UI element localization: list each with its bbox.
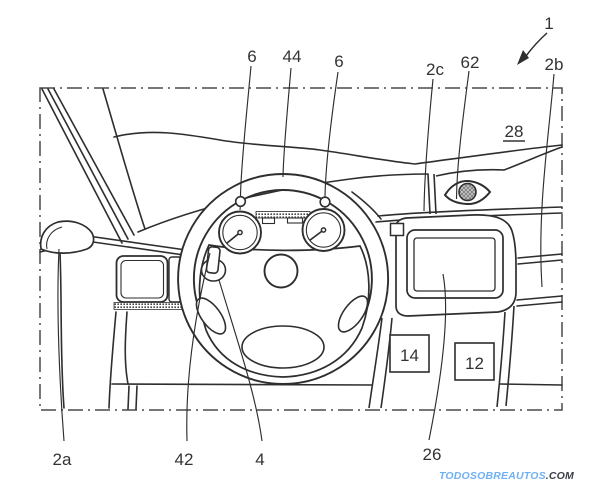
ref-label-2a: 2a [53,450,72,469]
leader-6-right [324,71,339,198]
gauge-needle [225,231,241,245]
glovebox-seam-2 [517,259,563,265]
spoke-cutout-right [337,295,369,333]
watermark: TODOSOBREAUTOS.COM [439,470,574,482]
dashboard-lines [39,88,563,410]
watermark-site: TODOSOBREAUTOS [439,470,546,482]
horn-pad [195,244,370,378]
console-button [389,222,405,237]
leader-2c [423,78,434,212]
console-edge-right-2 [505,305,515,407]
ref-label-1: 1 [544,14,553,33]
air-vent [113,255,184,310]
ref-label-62: 62 [461,53,480,72]
sensor-divider-2 [433,173,437,215]
knee-panel-line-1 [127,385,130,410]
ref-label-42: 42 [175,450,194,469]
ref-label-26: 26 [423,445,442,464]
door-inner-edge [59,252,65,409]
display-screen [413,237,496,292]
dash-lower-edge-left [111,383,373,386]
ref-label-44: 44 [283,47,302,66]
console-edge-left-1 [368,317,383,409]
ref-label-14: 14 [400,346,419,365]
leader-4 [218,279,263,442]
a-pillar [41,88,146,244]
ref-label-12: 12 [465,354,484,373]
gauge-needle [308,229,325,242]
spoke-cutout-left [195,297,227,335]
dash-lower-edge-right [499,383,563,386]
sensor-panel-top [435,168,505,177]
sensor-divider-1 [427,173,431,215]
reference-labels: 1 6 44 6 2c 62 2b 28 2a 42 4 26 [53,14,564,469]
console-box-12: 12 [454,342,495,381]
ref-label-6-right: 6 [334,52,343,71]
leader-2a [57,248,65,442]
sill-line-lower [85,240,185,256]
console-edge-left-2 [380,317,393,409]
center-console: 14 12 [368,214,517,409]
console-edge-right-1 [496,311,506,408]
leader-26 [428,273,447,441]
door-seam-1 [108,311,117,409]
eye-iris [458,182,477,202]
arrowhead [517,50,529,65]
gauge-right [301,208,346,252]
rim-sensor-right [319,196,331,208]
leader-2b [540,73,555,288]
ref-label-2b: 2b [545,55,564,74]
ref-label-2c: 2c [426,60,444,79]
instrument-cluster [255,211,311,225]
knee-panel-line-2 [135,385,138,410]
console-box-14: 14 [389,334,430,373]
leader-42 [186,252,211,442]
horn-oval [241,325,325,369]
ref-label-28: 28 [505,122,524,141]
arrow-to-figure [517,32,548,65]
gauge-left [218,210,262,255]
glovebox-seam-3 [516,295,563,301]
ref-label-6-left: 6 [247,47,256,66]
leader-62 [455,70,470,200]
leader-44 [282,67,292,178]
phantom-border [39,87,563,411]
vent-trim-strip [113,302,184,310]
door-seam-2 [124,311,129,385]
sill-line-upper [87,235,187,251]
windshield-lower-edge [503,146,563,171]
leader-6-left [239,65,252,197]
sensor-panel [427,168,505,215]
windshield-horizon-line [113,131,563,165]
rim-sensors [234,195,331,211]
cluster-vent-strip [255,211,311,219]
glovebox-seam-4 [516,301,563,307]
steering-hub [263,253,299,289]
ref-label-4: 4 [255,450,264,469]
watermark-tld: .COM [546,470,574,482]
side-mirror [39,220,95,254]
glovebox-seam-1 [517,253,563,259]
leader-lines [57,65,555,442]
dash-front-line-1 [377,206,563,217]
binnacle-side-line [351,191,382,220]
rim-sensor-left [234,195,247,208]
